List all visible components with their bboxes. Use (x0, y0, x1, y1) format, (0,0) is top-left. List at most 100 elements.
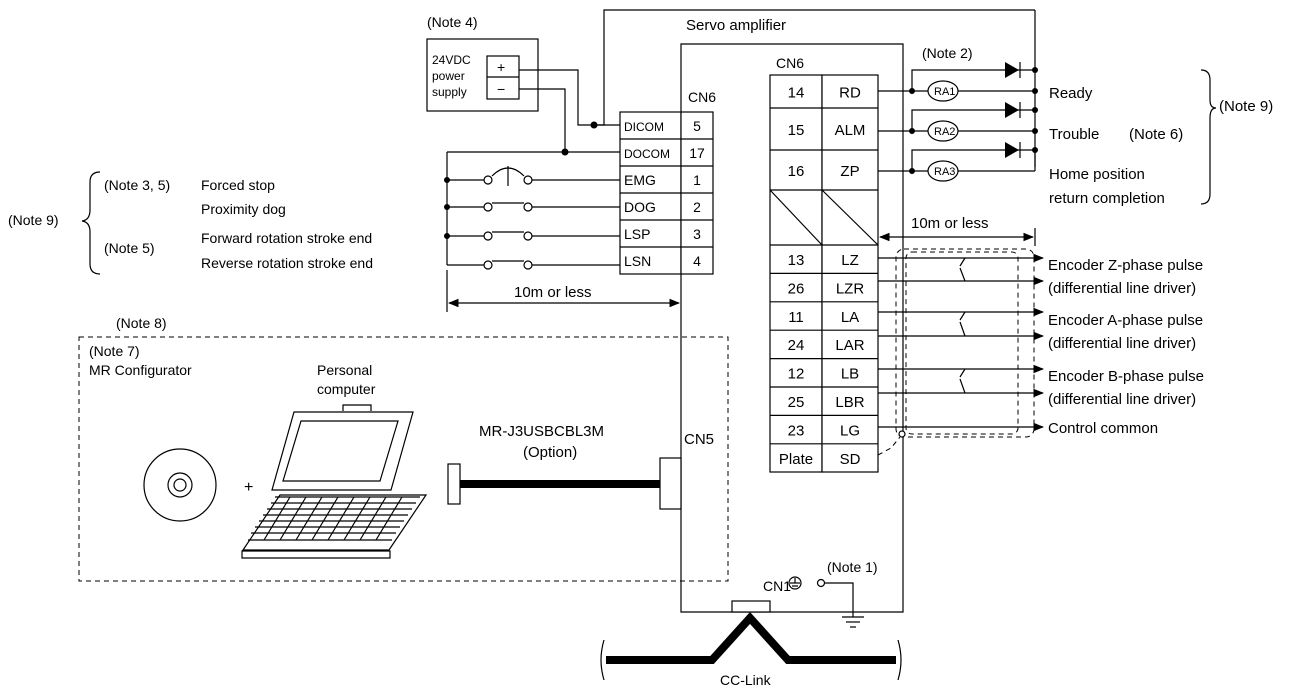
note9-left-label: (Note 9) (8, 212, 59, 228)
right-pin-signal: LB (841, 366, 859, 383)
note1-label: (Note 1) (827, 559, 878, 575)
cn1-label: CN1 (763, 578, 791, 594)
left-pin-number: 3 (693, 226, 701, 242)
right-pin-signal: ZP (840, 163, 859, 180)
relay-ra3-label: RA3 (934, 166, 955, 178)
left-pin-number: 4 (693, 253, 701, 269)
right-pin-number: 11 (788, 309, 804, 326)
distance-left-label: 10m or less (514, 284, 592, 301)
left-pin-signal: DICOM (624, 120, 664, 134)
ground: (Note 1) (788, 559, 878, 628)
control-common-label: Control common (1048, 420, 1158, 437)
laptop-icon (241, 404, 428, 559)
left-pin-number: 5 (693, 118, 701, 134)
trouble-label: Trouble (1049, 126, 1099, 143)
right-pin-number: 25 (788, 394, 805, 411)
power-supply: (Note 4) 24VDC power supply + − (426, 14, 620, 156)
left-pin-number: 17 (689, 145, 705, 161)
right-pin-signal: RD (839, 85, 861, 102)
right-pin-signal: LAR (835, 337, 864, 354)
psu-plus-sign: + (497, 59, 505, 75)
cn6-left-label: CN6 (688, 89, 716, 105)
left-pin-signal: LSN (624, 253, 651, 269)
right-pin-signal: LG (840, 422, 860, 439)
encoder-z-label-1: Encoder Z-phase pulse (1048, 257, 1203, 274)
note9-right-label: (Note 9) (1219, 98, 1273, 115)
left-pin-signal: DOCOM (624, 147, 670, 161)
output-relays: (Note 2) RA1 RA2 RA3 (878, 10, 1273, 246)
right-pin-number: Plate (779, 451, 813, 468)
right-pin-signal: LZR (836, 280, 865, 297)
right-pin-number: 23 (788, 422, 805, 439)
encoder-b-label-1: Encoder B-phase pulse (1048, 368, 1204, 385)
right-pin-number: 16 (788, 163, 805, 180)
home-position-label-1: Home position (1049, 166, 1145, 183)
cc-link-cable (606, 612, 896, 664)
earth-symbol-icon (788, 576, 802, 590)
encoder-outputs: Encoder Z-phase pulse (differential line… (877, 248, 1204, 456)
note5-label: (Note 5) (104, 240, 155, 256)
left-pin-signal: EMG (624, 172, 656, 188)
diode-icon (1005, 142, 1019, 158)
note7-label: (Note 7) (89, 343, 140, 359)
encoder-z-label-2: (differential line driver) (1048, 280, 1196, 297)
note2-label: (Note 2) (922, 45, 973, 61)
configurator-area: (Note 8) (Note 7) MR Configurator Person… (78, 315, 729, 582)
diode-icon (1005, 102, 1019, 118)
diode-icon (1005, 62, 1019, 78)
encoder-a-label-1: Encoder A-phase pulse (1048, 312, 1203, 329)
right-pin-signal: LBR (835, 394, 864, 411)
left-pin-signal: LSP (624, 226, 650, 242)
cc-link-label: CC-Link (720, 672, 772, 688)
servo-amplifier: Servo amplifier (603, 9, 1035, 613)
input-contacts: Forced stop Proximity dog Forward rotati… (8, 151, 681, 312)
note6-label: (Note 6) (1129, 126, 1183, 143)
cd-disc-icon (143, 448, 217, 522)
home-position-label-2: return completion (1049, 190, 1165, 207)
right-pin-signal: LA (841, 309, 859, 326)
psu-minus-sign: − (497, 81, 505, 97)
lsn-description: Reverse rotation stroke end (201, 255, 373, 271)
note4-label: (Note 4) (427, 14, 478, 30)
right-pin-signal: LZ (841, 252, 859, 269)
left-brace (81, 171, 101, 275)
right-pin-number: 26 (788, 280, 805, 297)
right-pin-signal: ALM (835, 122, 866, 139)
left-pin-number: 2 (693, 199, 701, 215)
right-pin-number: 24 (788, 337, 805, 354)
psu-label-3: supply (432, 85, 467, 99)
plus-sign: + (244, 479, 253, 496)
servo-amplifier-label: Servo amplifier (686, 17, 786, 34)
psu-label-1: 24VDC (432, 53, 471, 67)
pc-label-2: computer (317, 381, 376, 397)
cc-link-bus: CN1 CC-Link (600, 578, 902, 688)
relay-ra2-label: RA2 (934, 126, 955, 138)
right-pin-number: 13 (788, 252, 805, 269)
cn5-label: CN5 (684, 431, 714, 448)
dog-description: Proximity dog (201, 201, 286, 217)
note35-label: (Note 3, 5) (104, 177, 170, 193)
ready-label: Ready (1049, 85, 1093, 102)
emg-description: Forced stop (201, 177, 275, 193)
pc-label-1: Personal (317, 362, 372, 378)
right-pin-signal: SD (840, 451, 861, 468)
right-pin-number: 15 (788, 122, 805, 139)
left-pin-number: 1 (693, 172, 701, 188)
cn6-right-label: CN6 (776, 55, 804, 71)
encoder-a-label-2: (differential line driver) (1048, 335, 1196, 352)
usb-connector-left (447, 463, 461, 505)
lsp-description: Forward rotation stroke end (201, 230, 372, 246)
left-pin-signal: DOG (624, 199, 656, 215)
relay-ra1-label: RA1 (934, 86, 955, 98)
distance-right-label: 10m or less (911, 215, 989, 232)
mr-configurator-label: MR Configurator (89, 362, 192, 378)
right-brace (1200, 69, 1217, 205)
psu-label-2: power (432, 69, 465, 83)
cable-name-label: MR-J3USBCBL3M (479, 423, 604, 440)
note8-label: (Note 8) (116, 315, 167, 331)
